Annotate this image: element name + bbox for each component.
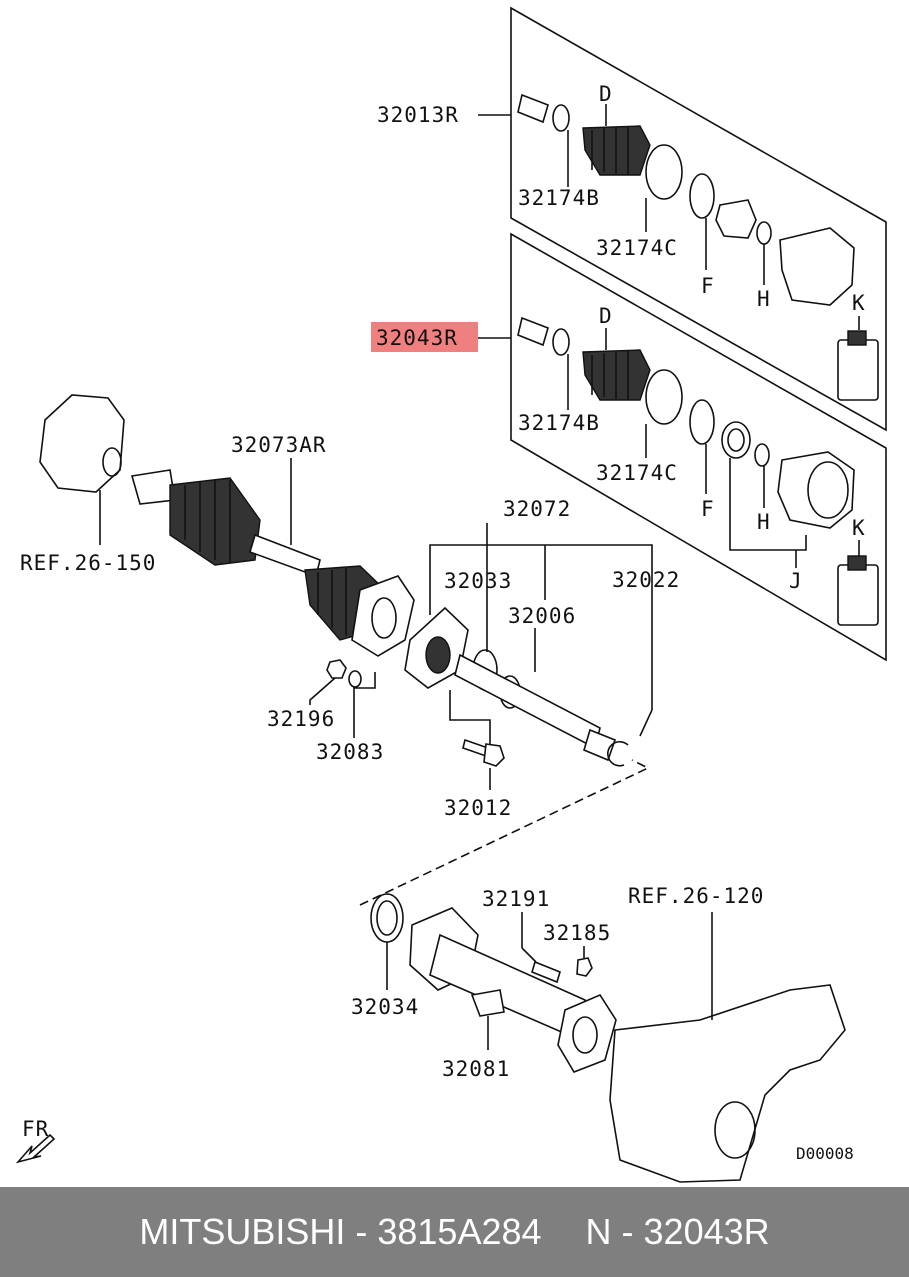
label-top-F: F bbox=[701, 274, 715, 298]
label-mid-32174C: 32174C bbox=[596, 461, 678, 485]
label-32083: 32083 bbox=[316, 740, 384, 764]
drive-shaft-assembly bbox=[39, 394, 653, 790]
label-top-D: D bbox=[599, 82, 613, 106]
label-32073AR: 32073AR bbox=[231, 433, 327, 457]
label-top-K: K bbox=[852, 291, 866, 315]
label-top-32174C: 32174C bbox=[596, 236, 678, 260]
label-fr: FR bbox=[22, 1117, 49, 1141]
footer-bar: MITSUBISHI - 3815A284 N - 32043R bbox=[0, 1187, 909, 1277]
label-32072: 32072 bbox=[503, 497, 571, 521]
label-doc-code: D00008 bbox=[796, 1144, 854, 1163]
label-top-32174B: 32174B bbox=[518, 186, 600, 210]
grease-bottle-top bbox=[837, 330, 879, 401]
front-direction-arrow bbox=[15, 1133, 56, 1164]
label-32013R: 32013R bbox=[377, 103, 459, 127]
label-mid-K: K bbox=[852, 516, 866, 540]
label-mid-J: J bbox=[789, 569, 803, 593]
label-mid-32174B: 32174B bbox=[518, 411, 600, 435]
label-32196: 32196 bbox=[267, 707, 335, 731]
label-32012: 32012 bbox=[444, 796, 512, 820]
label-32185: 32185 bbox=[543, 921, 611, 945]
footer-part-number: MITSUBISHI - 3815A284 bbox=[139, 1211, 542, 1252]
label-top-H: H bbox=[757, 287, 771, 311]
label-32006: 32006 bbox=[508, 604, 576, 628]
label-32081: 32081 bbox=[442, 1057, 510, 1081]
highlight-box bbox=[371, 322, 478, 352]
label-mid-D: D bbox=[599, 304, 613, 328]
label-ref-26-150: REF.26-150 bbox=[20, 551, 156, 575]
label-mid-F: F bbox=[701, 497, 715, 521]
label-ref-26-120: REF.26-120 bbox=[628, 884, 764, 908]
label-32033: 32033 bbox=[444, 569, 512, 593]
footer-oem-code: N - 32043R bbox=[585, 1211, 770, 1252]
parts-diagram: 32013R 32043R D 32174B 32174C F H K D 32… bbox=[15, 6, 887, 1183]
label-32043R: 32043R bbox=[376, 326, 458, 350]
label-32191: 32191 bbox=[482, 887, 550, 911]
label-mid-H: H bbox=[757, 510, 771, 534]
dashed-connector bbox=[359, 759, 650, 906]
label-32022: 32022 bbox=[612, 568, 680, 592]
kit-panel-32043R bbox=[371, 232, 887, 662]
tube-housing-assembly bbox=[370, 893, 846, 1183]
label-32034: 32034 bbox=[351, 995, 419, 1019]
kit-panel-32013R bbox=[478, 6, 887, 432]
